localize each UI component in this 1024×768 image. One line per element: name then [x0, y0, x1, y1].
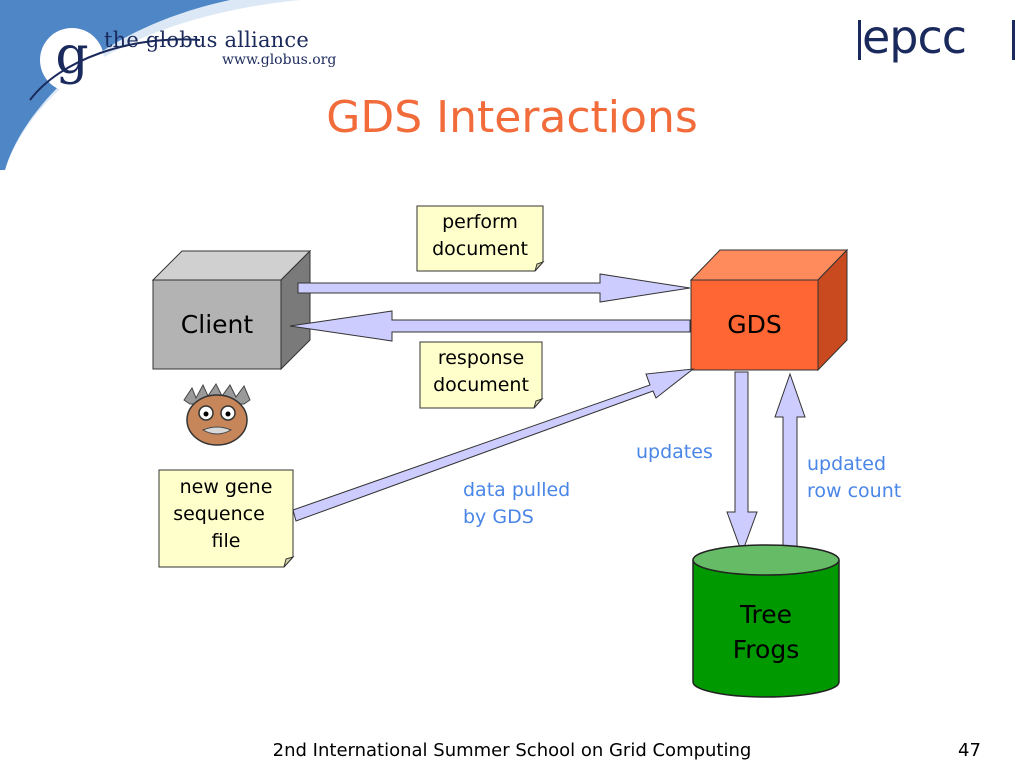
- globus-logo-letter: g: [55, 26, 89, 86]
- globus-swoosh: [0, 0, 300, 170]
- arrow-updated-row-count: [774, 372, 806, 561]
- note-response-text: response document: [420, 345, 542, 399]
- note-file-text: new gene sequence file: [159, 474, 293, 555]
- note-new-gene-file: [158, 469, 295, 568]
- note-response-line1: response: [437, 347, 525, 369]
- globus-name: the globus alliance: [104, 28, 309, 52]
- client-label: Client: [180, 310, 254, 339]
- scientist-face-icon: [183, 383, 251, 446]
- arrow-updates: [726, 371, 758, 555]
- label-updated-line1: updated: [807, 453, 887, 475]
- note-response-line2: document: [433, 374, 529, 396]
- page-title: GDS Interactions: [326, 92, 698, 143]
- epcc-bar-right: [1012, 20, 1015, 60]
- footer-text: 2nd International Summer School on Grid …: [272, 740, 752, 761]
- arrow-perform: [297, 273, 691, 303]
- label-data-pulled-line2: by GDS: [463, 506, 534, 528]
- note-perform-document: [416, 205, 545, 272]
- epcc-logo: epcc: [862, 10, 967, 64]
- db-label-line2: Frogs: [732, 635, 800, 664]
- note-file-line3: file: [211, 530, 241, 552]
- label-updates: updates: [636, 441, 713, 463]
- note-perform-line1: perform: [442, 211, 518, 233]
- page-number: 47: [958, 740, 981, 761]
- label-updated-row-count: updated row count: [807, 451, 901, 505]
- gds-cube: [689, 248, 849, 372]
- arrow-data-pulled: [292, 368, 695, 522]
- note-file-line2: sequence: [173, 503, 265, 525]
- gds-label: GDS: [727, 310, 782, 339]
- note-perform-text: perform document: [417, 209, 543, 263]
- db-label: Tree Frogs: [693, 597, 839, 667]
- tree-frogs-database: [692, 544, 840, 698]
- db-label-line1: Tree: [739, 600, 793, 629]
- label-data-pulled-line1: data pulled: [463, 479, 571, 501]
- label-updated-line2: row count: [807, 480, 902, 502]
- note-perform-line2: document: [432, 238, 528, 260]
- arrow-response: [289, 310, 691, 342]
- note-file-line1: new gene: [179, 476, 273, 498]
- epcc-bar-left: [858, 20, 861, 60]
- globus-url: www.globus.org: [222, 52, 337, 68]
- label-data-pulled: data pulled by GDS: [463, 477, 570, 531]
- note-response-document: [419, 341, 544, 409]
- client-cube: [151, 249, 312, 371]
